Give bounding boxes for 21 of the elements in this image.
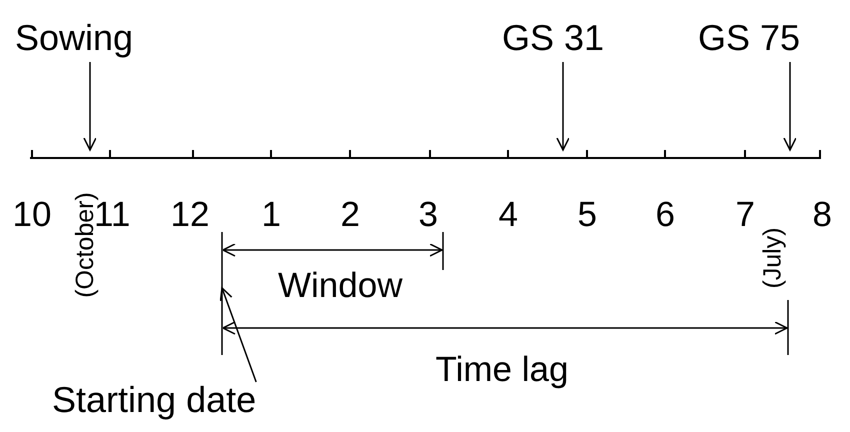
arrow xyxy=(220,287,257,382)
arrow xyxy=(83,62,97,151)
month-name: (July) xyxy=(758,227,786,289)
dimension-label: Window xyxy=(278,267,402,305)
month-number: 2 xyxy=(340,196,360,234)
arrow xyxy=(783,62,797,151)
event-label: GS 31 xyxy=(502,18,604,58)
arrow xyxy=(556,62,570,151)
month-number: 3 xyxy=(418,196,438,234)
event-label: GS 75 xyxy=(698,18,800,58)
event-label: Starting date xyxy=(52,380,256,420)
event-label: Sowing xyxy=(15,18,134,58)
month-number: 5 xyxy=(578,196,597,234)
month-number: 8 xyxy=(812,196,832,234)
month-number: 10 xyxy=(12,196,52,234)
dimension-label: Time lag xyxy=(436,351,568,389)
month-number: 6 xyxy=(656,196,675,234)
month-number: 7 xyxy=(736,196,755,234)
month-number: 4 xyxy=(498,196,518,234)
month-number: 12 xyxy=(170,196,210,234)
month-number: 1 xyxy=(262,196,281,234)
